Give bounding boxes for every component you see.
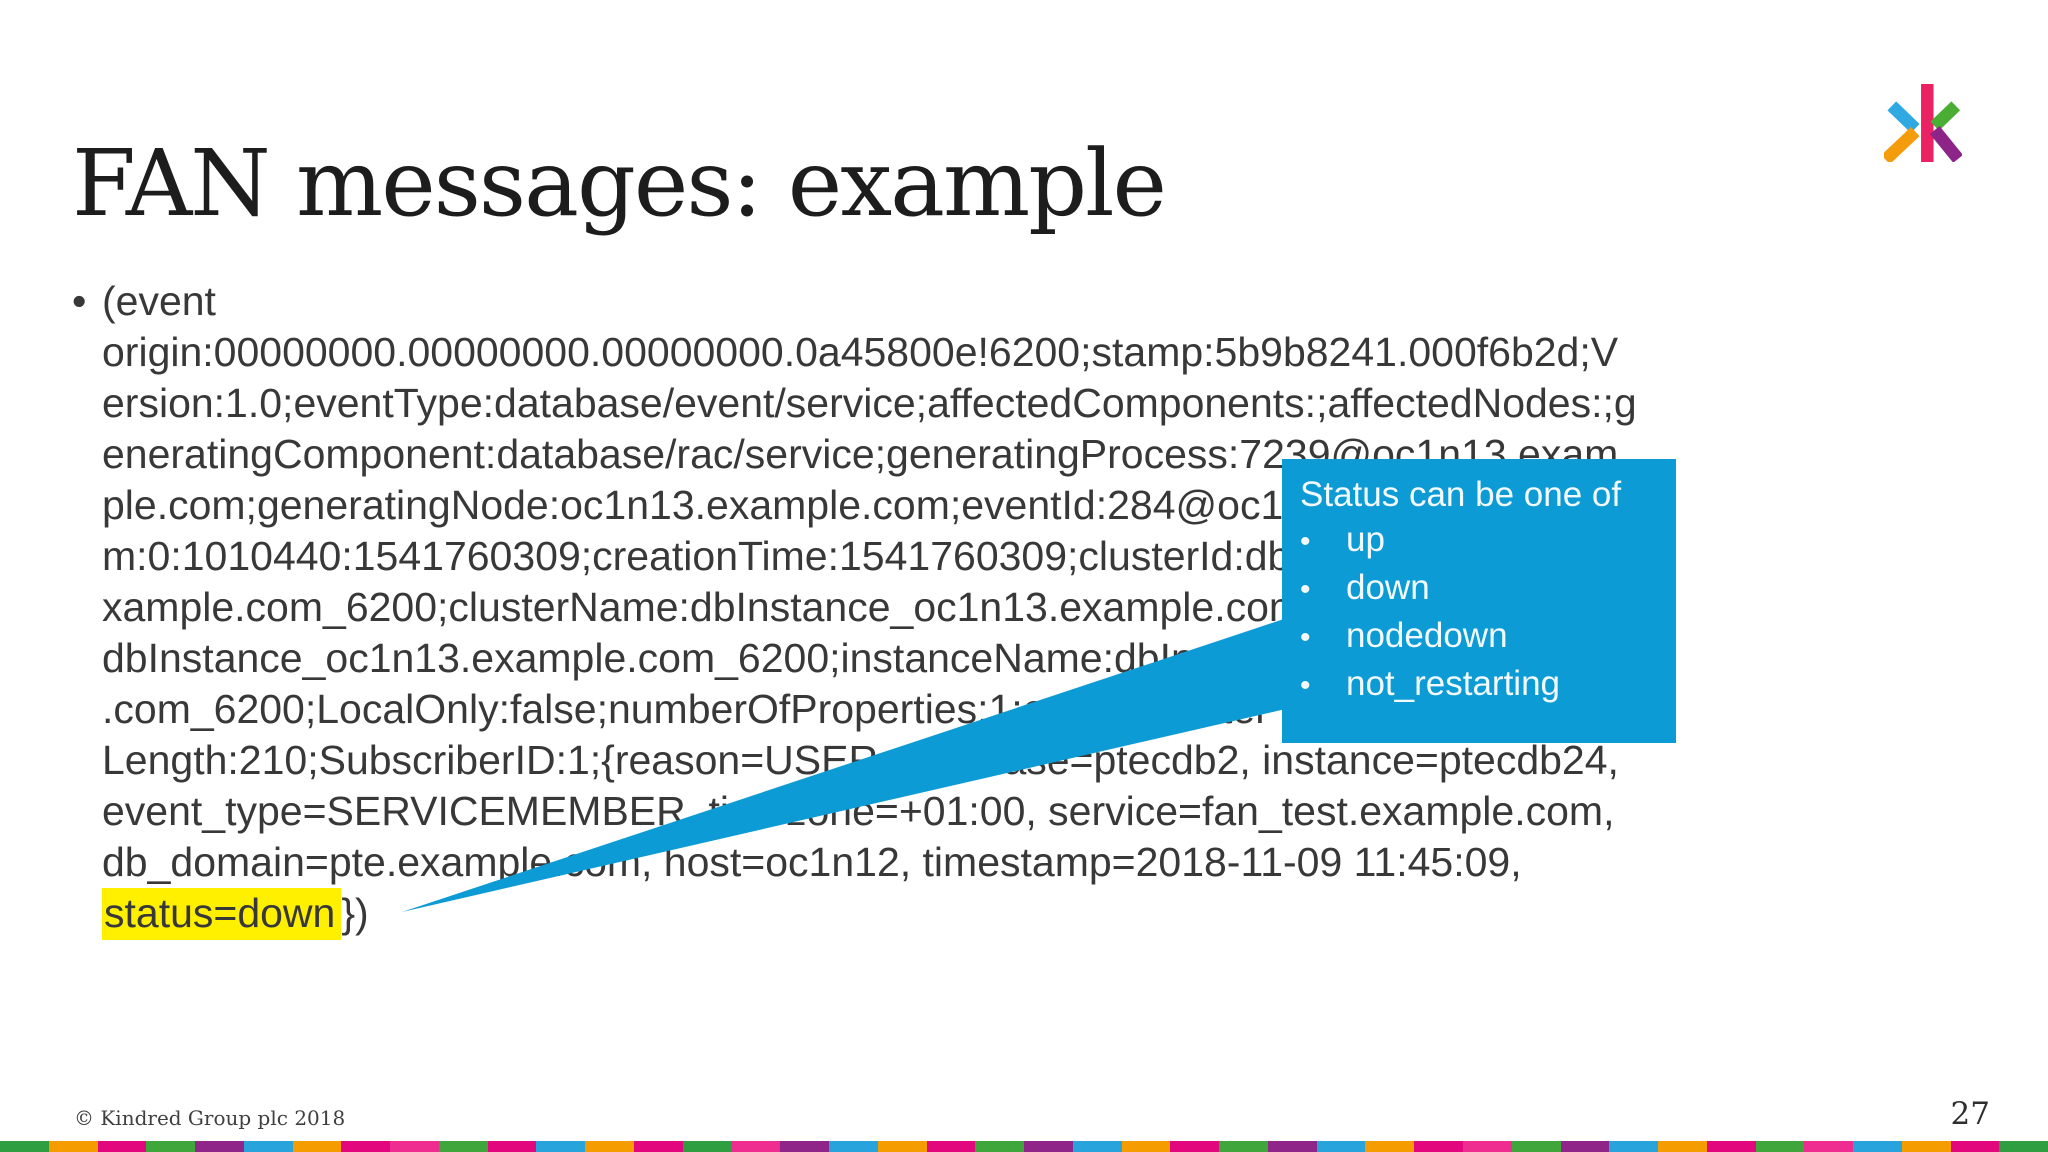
kindred-logo — [1884, 84, 1962, 162]
stripe-segment — [926, 1141, 976, 1152]
stripe-segment — [390, 1141, 439, 1152]
event-text-line-status: status=down}) — [102, 888, 2048, 940]
callout-item: • down — [1300, 565, 1664, 613]
event-text-line: xample.com_6200;clusterName:dbInstance_o… — [102, 584, 1627, 630]
callout-item: • up — [1300, 517, 1664, 565]
stripe-segment — [1609, 1141, 1659, 1152]
event-text-line: Length:210;SubscriberID:1;{reason=USER, … — [102, 737, 1619, 783]
page-title: FAN messages: example — [72, 130, 1167, 237]
stripe-segment — [341, 1141, 391, 1152]
event-text-line: .com_6200;LocalOnly:false;numberOfProper… — [102, 686, 1269, 732]
page-number: 27 — [1950, 1096, 1990, 1132]
stripe-segment — [1316, 1141, 1366, 1152]
event-text-line: event_type=SERVICEMEMBER, timezone=+01:0… — [102, 788, 1615, 834]
event-text-line: ple.com;generatingNode:oc1n13.example.co… — [102, 482, 1573, 528]
stripe-segment — [731, 1141, 781, 1152]
stripe-segment — [1024, 1141, 1073, 1152]
stripe-segment — [438, 1141, 488, 1152]
callout-item: • nodedown — [1300, 613, 1664, 661]
highlighted-status: status=down — [102, 888, 342, 940]
stripe-segment — [975, 1141, 1025, 1152]
callout-item-bullet: • — [1300, 573, 1311, 606]
callout-item-list: • up • down • nodedown • not_restarting — [1300, 517, 1664, 709]
event-text-line: eneratingComponent:database/rac/service;… — [102, 431, 1619, 477]
footer-copyright: © Kindred Group plc 2018 — [74, 1106, 346, 1130]
callout-item-label: down — [1346, 568, 1430, 607]
stripe-segment — [292, 1141, 342, 1152]
stripe-segment — [682, 1141, 732, 1152]
callout-item-label: not_restarting — [1346, 664, 1561, 703]
stripe-segment — [1121, 1141, 1171, 1152]
stripe-segment — [1901, 1141, 1951, 1152]
event-text-lines: (event origin:00000000.00000000.00000000.… — [102, 276, 2048, 940]
logo-bar — [1921, 84, 1934, 162]
stripe-segment — [1658, 1141, 1707, 1152]
stripe-segment — [1462, 1141, 1512, 1152]
brand-stripe — [0, 1141, 2048, 1152]
callout-item-bullet: • — [1300, 621, 1311, 654]
stripe-segment — [195, 1141, 244, 1152]
stripe-segment — [877, 1141, 927, 1152]
stripe-segment — [1999, 1141, 2048, 1152]
stripe-segment — [1853, 1141, 1902, 1152]
stripe-segment — [1755, 1141, 1805, 1152]
stripe-segment — [1511, 1141, 1561, 1152]
event-text-line: (event — [102, 278, 216, 324]
event-text-line: ersion:1.0;eventType:database/event/serv… — [102, 380, 1637, 426]
stripe-segment — [633, 1141, 683, 1152]
logo-band-bottom-left — [1884, 127, 1920, 162]
callout-item-label: up — [1346, 520, 1385, 559]
stripe-segment — [536, 1141, 586, 1152]
stripe-segment — [1267, 1141, 1317, 1152]
stripe-segment — [829, 1141, 878, 1152]
status-callout: Status can be one of • up • down • nodedown • n… — [1282, 459, 1676, 743]
stripe-segment — [1365, 1141, 1415, 1152]
stripe-segment — [1414, 1141, 1463, 1152]
callout-title: Status can be one of — [1300, 475, 1622, 514]
event-text-tail: }) — [341, 890, 369, 936]
stripe-segment — [243, 1141, 293, 1152]
stripe-segment — [1072, 1141, 1122, 1152]
stripe-segment — [780, 1141, 830, 1152]
logo-band-top-left — [1887, 101, 1920, 133]
callout-item-bullet: • — [1300, 669, 1311, 702]
logo-band-top-right — [1930, 101, 1961, 131]
stripe-segment — [585, 1141, 634, 1152]
stripe-segment — [1170, 1141, 1220, 1152]
stripe-segment — [1706, 1141, 1756, 1152]
event-text-line: dbInstance_oc1n13.example.com_6200;insta… — [102, 635, 1639, 681]
stripe-segment — [97, 1141, 147, 1152]
event-text-line: origin:00000000.00000000.00000000.0a4580… — [102, 329, 1619, 375]
stripe-segment — [1804, 1141, 1854, 1152]
callout-item: • not_restarting — [1300, 661, 1664, 709]
stripe-segment — [146, 1141, 196, 1152]
stripe-segment — [1560, 1141, 1610, 1152]
callout-item-bullet: • — [1300, 525, 1311, 558]
bullet-marker: • — [72, 278, 87, 324]
stripe-segment — [48, 1141, 98, 1152]
callout-item-label: nodedown — [1346, 616, 1508, 655]
event-text-line: db_domain=pte.example.com, host=oc1n12, … — [102, 839, 1522, 885]
event-text-line: m:0:1010440:1541760309;creationTime:1541… — [102, 533, 1637, 579]
stripe-segment — [1219, 1141, 1268, 1152]
stripe-segment — [1950, 1141, 2000, 1152]
stripe-segment — [0, 1141, 49, 1152]
stripe-segment — [487, 1141, 537, 1152]
logo-band-bottom-right — [1929, 126, 1962, 162]
